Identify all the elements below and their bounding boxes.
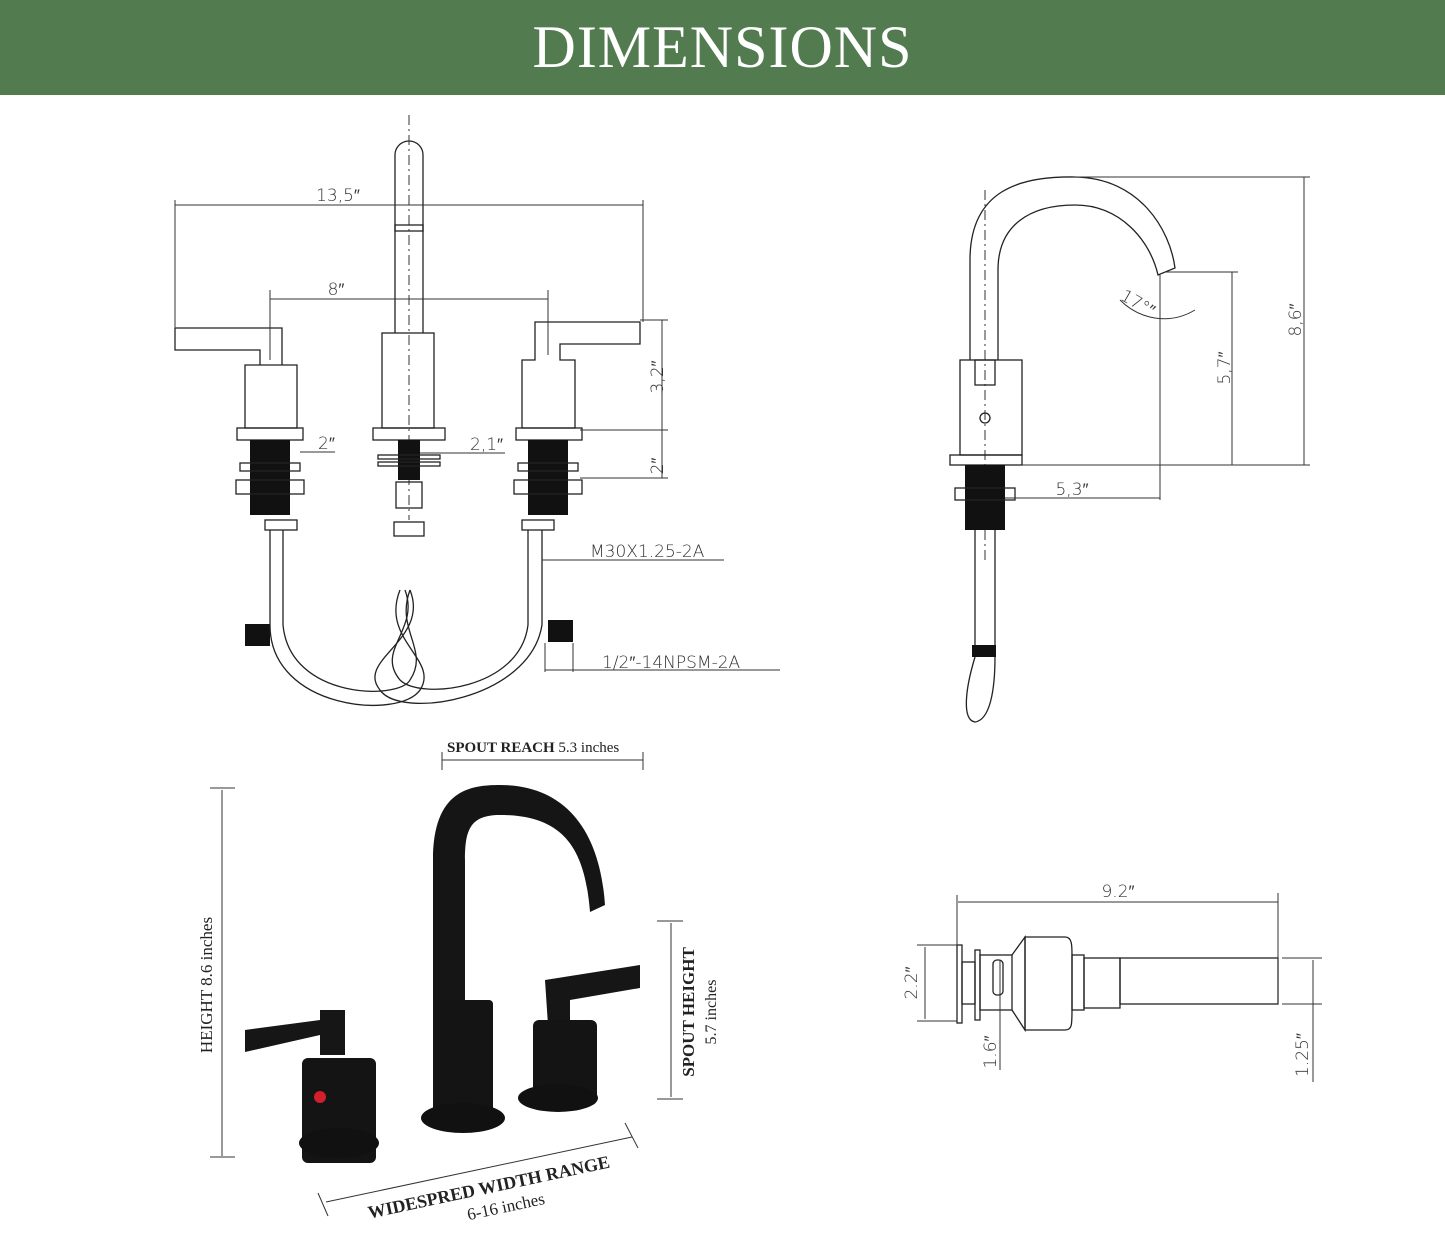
drain-length: 9.2″: [1101, 882, 1134, 902]
dim-left-shank: 2″: [318, 434, 335, 454]
front-view-drawing: [174, 115, 780, 706]
inlet-spec: 1/2″-14NPSM-2A: [602, 653, 741, 673]
dim-total-height: 8,6″: [1286, 303, 1306, 336]
spout-reach-label: SPOUT REACH 5.3 inches: [447, 740, 619, 756]
height-label: HEIGHT 8.6 inches: [197, 917, 216, 1053]
header-banner: DIMENSIONS: [0, 0, 1445, 95]
dim-center-spacing: 8″: [328, 280, 345, 300]
dim-spout-shank: 2,1″: [470, 435, 503, 455]
side-view-drawing: [949, 176, 1310, 723]
drain-body-diameter: 1.6″: [981, 1035, 1001, 1068]
thread-spec: M30X1.25-2A: [590, 542, 705, 562]
hot-indicator-icon: [314, 1091, 326, 1103]
dim-spout-angle: 17°″: [1117, 286, 1158, 321]
drain-drawing: [917, 893, 1322, 1082]
dim-overall-width: 13,5″: [316, 186, 360, 206]
drain-tail-diameter: 1.25″: [1293, 1033, 1313, 1077]
dim-spout-height: 5,7″: [1215, 351, 1235, 384]
page-title: DIMENSIONS: [532, 14, 913, 80]
spout-height-label: SPOUT HEIGHT: [679, 947, 698, 1077]
spout-height-value: 5.7 inches: [703, 980, 720, 1045]
dim-spout-reach: 5,3″: [1055, 480, 1088, 500]
dim-body-height: 2″: [648, 458, 668, 475]
drain-cap-diameter: 2.2″: [902, 966, 922, 999]
dim-handle-height: 3,2″: [648, 360, 668, 393]
faucet-product-image: [210, 752, 683, 1217]
